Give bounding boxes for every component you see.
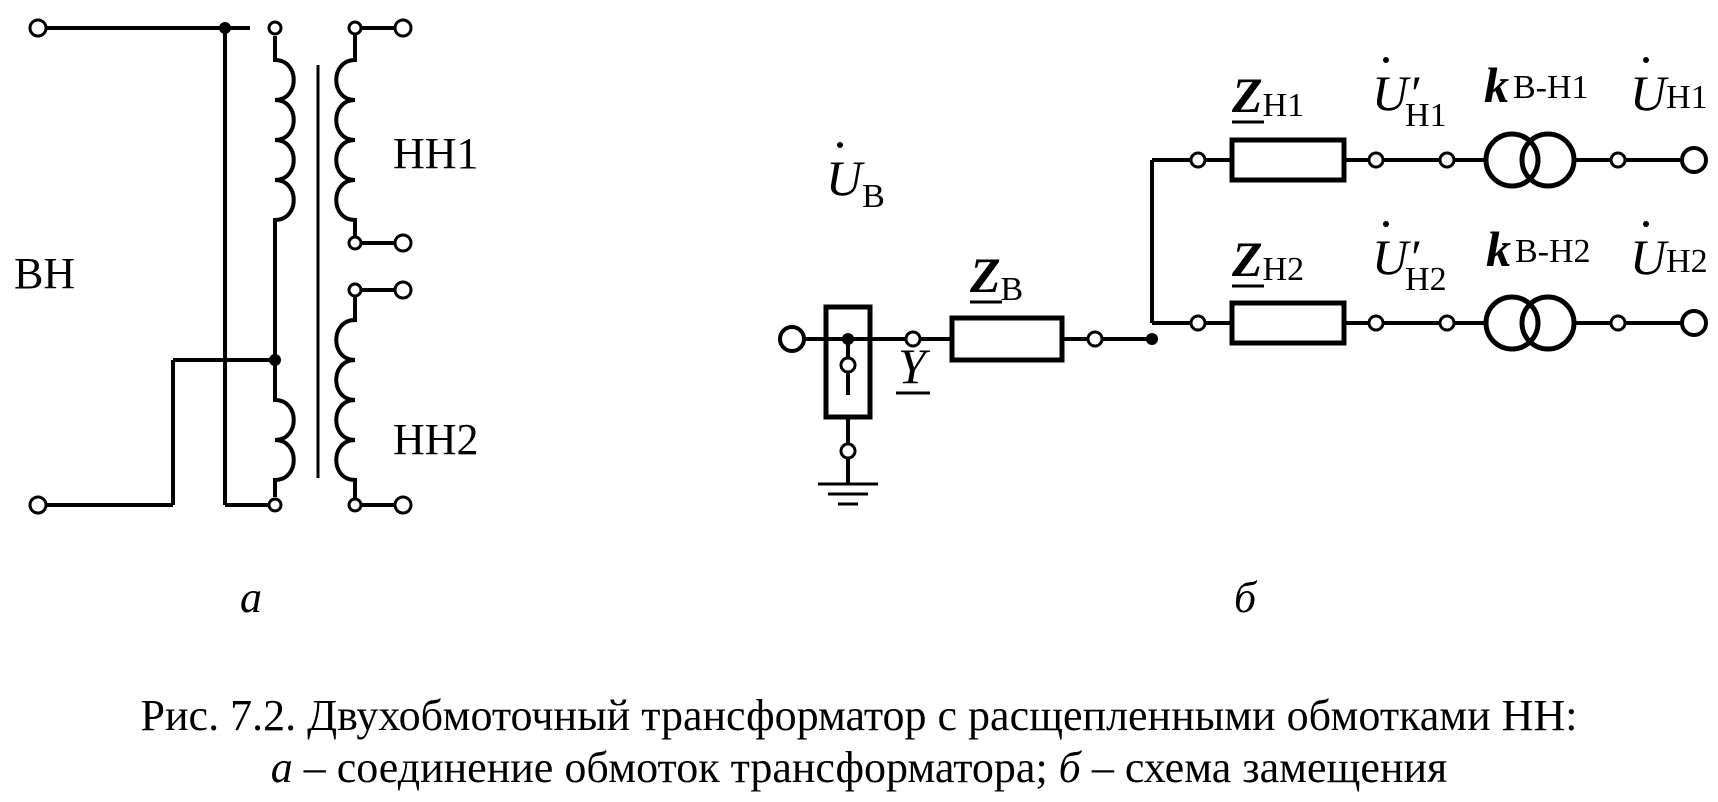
label-lv1: НН1 bbox=[393, 129, 479, 178]
ideal-transformer-2-left bbox=[1483, 294, 1541, 352]
label-k1-sub: В-Н1 bbox=[1513, 69, 1589, 106]
label-ub: UВ bbox=[826, 150, 885, 215]
junctions-b bbox=[842, 333, 1158, 345]
label-uh2-sub: Н2 bbox=[1666, 243, 1708, 280]
label-ub-base: U bbox=[826, 150, 865, 206]
label-k2-sub: В-Н2 bbox=[1515, 233, 1591, 270]
sublabel-a: а bbox=[240, 573, 262, 622]
terminal-node bbox=[267, 20, 283, 36]
label-lv2: НН2 bbox=[393, 415, 479, 464]
junction-dot bbox=[842, 333, 854, 345]
terminal-node bbox=[347, 235, 363, 251]
ideal-transformer-1-right bbox=[1519, 131, 1577, 189]
terminal-node bbox=[1438, 151, 1456, 169]
caption-a-text: – соединение обмоток трансформатора; bbox=[292, 743, 1059, 792]
phasor-dot bbox=[837, 142, 843, 148]
label-k2-base: k bbox=[1486, 221, 1511, 277]
terminals-a bbox=[28, 18, 413, 515]
terminal-lv1-top bbox=[393, 18, 413, 38]
caption-b-letter: б bbox=[1058, 743, 1081, 792]
hv-winding-lower bbox=[273, 360, 296, 497]
terminal-output-h2 bbox=[1680, 309, 1708, 337]
ideal-transformer-2-right bbox=[1519, 294, 1577, 352]
terminal-hv-top bbox=[28, 18, 48, 38]
label-hv: ВН bbox=[14, 249, 75, 298]
terminal-node bbox=[347, 497, 363, 513]
terminal-output-h1 bbox=[1680, 146, 1708, 174]
sublabel-b: б bbox=[1234, 573, 1258, 622]
terminal-node bbox=[1609, 314, 1627, 332]
caption-b-text: – схема замещения bbox=[1080, 743, 1448, 792]
terminal-node bbox=[1609, 151, 1627, 169]
label-zh1-sub: Н1 bbox=[1263, 87, 1305, 124]
label-uh2p-sub: Н2 bbox=[1405, 261, 1447, 298]
phasor-dot bbox=[1383, 57, 1389, 63]
junction-dot bbox=[269, 354, 281, 366]
phasor-dot bbox=[1643, 57, 1649, 63]
label-zb-sub: В bbox=[1001, 271, 1024, 308]
phasor-dot bbox=[1383, 221, 1389, 227]
label-zh2-sub: Н2 bbox=[1263, 251, 1305, 288]
lv2-winding bbox=[334, 290, 357, 505]
junctions-a bbox=[219, 22, 281, 366]
label-uh2p-base: U′ bbox=[1372, 229, 1420, 285]
terminal-lv2-top bbox=[393, 280, 413, 300]
impedance-zh2 bbox=[1229, 300, 1347, 346]
impedance-zh1 bbox=[1229, 137, 1347, 183]
terminal-node bbox=[1086, 330, 1104, 348]
label-zh1: ZН1 bbox=[1231, 67, 1304, 124]
hv-winding-upper bbox=[273, 36, 296, 360]
caption-a-letter: а bbox=[270, 743, 293, 792]
lv1-winding bbox=[334, 28, 357, 243]
impedance-zb bbox=[949, 315, 1065, 363]
label-y: Y bbox=[898, 338, 931, 394]
terminal-lv2-bottom bbox=[393, 495, 413, 515]
terminal-node bbox=[839, 442, 857, 460]
junction-dot bbox=[1146, 333, 1158, 345]
label-zh1-base: Z bbox=[1231, 67, 1263, 123]
caption-line-2: а – соединение обмоток трансформатора; б… bbox=[0, 742, 1718, 794]
terminal-node bbox=[1438, 314, 1456, 332]
label-uh2-base: U bbox=[1630, 229, 1669, 285]
terminal-node bbox=[347, 20, 363, 36]
label-uh1-base: U bbox=[1630, 65, 1669, 121]
terminal-node bbox=[1367, 314, 1385, 332]
junction-dot bbox=[219, 22, 231, 34]
terminals-b bbox=[778, 146, 1708, 460]
label-uh1p-base: U′ bbox=[1372, 65, 1420, 121]
terminal-node bbox=[1189, 314, 1207, 332]
phasor-dot bbox=[1643, 221, 1649, 227]
ideal-transformer-1-left bbox=[1483, 131, 1541, 189]
terminal-input bbox=[778, 325, 806, 353]
label-uh2-prime: U′Н2 bbox=[1372, 229, 1447, 298]
terminal-node bbox=[1189, 151, 1207, 169]
label-uh1-sub: Н1 bbox=[1666, 79, 1708, 116]
label-zh2-base: Z bbox=[1231, 231, 1263, 287]
terminal-node bbox=[347, 282, 363, 298]
label-ub-sub: В bbox=[862, 178, 885, 215]
label-zb: ZВ bbox=[969, 247, 1023, 308]
terminal-node bbox=[1367, 151, 1385, 169]
label-zb-base: Z bbox=[969, 247, 1001, 303]
terminal-node bbox=[839, 356, 857, 374]
diagram-b bbox=[792, 131, 1686, 506]
terminal-node bbox=[267, 497, 283, 513]
terminal-lv1-bottom bbox=[393, 233, 413, 253]
terminal-node bbox=[904, 330, 922, 348]
label-k1-base: k bbox=[1484, 57, 1509, 113]
label-uh2: UН2 bbox=[1630, 229, 1708, 285]
caption-line-1: Рис. 7.2. Двухобмоточный трансформатор с… bbox=[140, 691, 1578, 740]
label-uh1-prime: U′Н1 bbox=[1372, 65, 1447, 134]
diagram-a bbox=[38, 26, 400, 507]
label-zh2: ZН2 bbox=[1231, 231, 1304, 288]
label-uh1p-sub: Н1 bbox=[1405, 97, 1447, 134]
label-uh1: UН1 bbox=[1630, 65, 1708, 121]
terminal-hv-bottom bbox=[28, 495, 48, 515]
